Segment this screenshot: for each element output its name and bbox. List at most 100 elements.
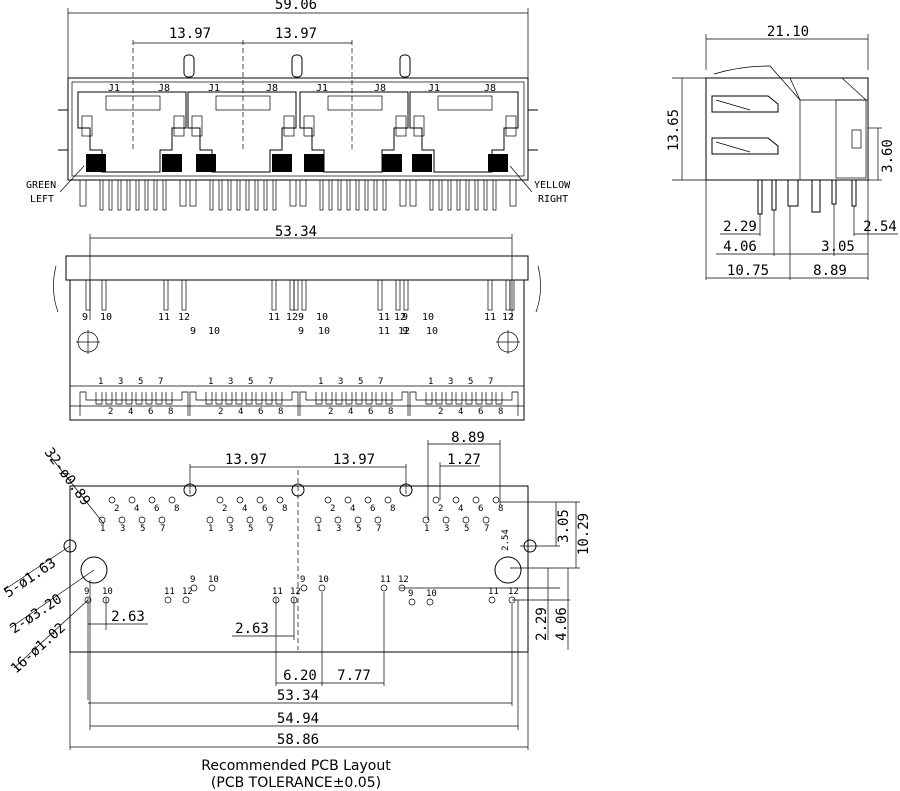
front-pin-label-j8-b: J8 <box>266 83 278 94</box>
dim-bottom-span: 53.34 <box>275 224 317 240</box>
pcb-pin-hole <box>138 516 146 524</box>
pcb-hole-label-odd: 7 <box>160 524 165 534</box>
pcb-hole-label-odd: 1 <box>424 524 429 534</box>
pcb-led-hole <box>380 584 388 592</box>
pcb-led-hole-label: 11 <box>272 587 283 597</box>
pcb-pin-hole <box>216 496 224 504</box>
front-pin <box>456 179 461 211</box>
bottom-pin <box>395 279 401 311</box>
pcb-pin-hole <box>472 496 480 504</box>
front-pin <box>236 179 241 211</box>
front-pin <box>355 179 360 211</box>
led-right-color: YELLOW <box>534 180 571 191</box>
front-pin <box>373 179 378 211</box>
pcb-pin-hole <box>334 516 342 524</box>
bottom-pin-label: 11 <box>378 312 390 323</box>
pcb-hole-large-right <box>494 556 522 584</box>
pcb-pin-hole <box>492 496 500 504</box>
pcb-hole-label-odd: 5 <box>464 524 469 534</box>
dim-side-height: 13.65 <box>666 109 682 151</box>
front-pins <box>79 179 517 211</box>
jack-contact <box>205 392 213 405</box>
pcb-hole-label-odd: 3 <box>336 524 341 534</box>
jack-pin-even: 2 <box>438 407 443 417</box>
pcb-pin-hole <box>118 516 126 524</box>
front-pin <box>126 179 131 211</box>
front-pin <box>227 179 232 211</box>
dim-overall-width: 59.06 <box>275 0 317 13</box>
bottom-pin-label: 11 <box>484 312 496 323</box>
front-pin <box>465 179 470 211</box>
jack-contact <box>135 392 143 405</box>
front-pin <box>162 179 167 211</box>
front-pin <box>492 179 497 211</box>
bottom-pin-label: 11 <box>268 312 280 323</box>
front-pin <box>108 179 113 211</box>
bottom-pin <box>487 279 493 311</box>
front-pin <box>209 179 214 211</box>
pcb-hole-label-even: 4 <box>134 504 139 514</box>
dim-side-2-29: 2.29 <box>723 219 757 235</box>
jack-pin-even: 6 <box>368 407 373 417</box>
front-pin <box>272 179 277 211</box>
jack-pin-odd: 7 <box>158 377 163 387</box>
pcb-hole-label-odd: 5 <box>140 524 145 534</box>
jack-pin-even: 4 <box>238 407 243 417</box>
front-pin <box>364 179 369 211</box>
pcb-hole-label-even: 2 <box>114 504 119 514</box>
jack-contact <box>125 392 133 405</box>
jack-pin-odd: 1 <box>98 377 103 387</box>
pcb-hole-label-odd: 1 <box>100 524 105 534</box>
pcb-layout: 13.97 13.97 8.89 1.27 214365872143658721… <box>1 430 592 791</box>
pcb-dim-2-63-mid: 2.63 <box>235 621 269 637</box>
pcb-pin-hole <box>482 516 490 524</box>
front-pin <box>474 179 479 211</box>
jack-pin-odd: 1 <box>208 377 213 387</box>
pcb-dim-1-27: 1.27 <box>447 452 481 468</box>
led-left-color: GREEN <box>26 180 56 191</box>
front-pin <box>337 179 342 211</box>
front-port-4: J1 J8 <box>409 83 519 173</box>
jack-contact <box>485 392 493 405</box>
front-pin <box>263 179 268 211</box>
bottom-pin <box>101 279 107 311</box>
pcb-pin-hole <box>98 516 106 524</box>
front-pin <box>254 179 259 211</box>
front-pin-label-j1-a: J1 <box>108 83 120 94</box>
pcb-led-hole-label: 10 <box>102 587 113 597</box>
bottom-pin-label: 11 <box>378 326 390 337</box>
front-pin <box>245 179 250 211</box>
pcb-hole-label-even: 8 <box>282 504 287 514</box>
pcb-dim-58-86: 58.86 <box>277 732 319 748</box>
pcb-dim-pitch-right: 13.97 <box>333 452 375 468</box>
bottom-pin-label: 9 <box>402 326 408 337</box>
bottom-pin-label: 12 <box>398 326 410 337</box>
front-pin <box>328 179 333 211</box>
pcb-led-hole <box>190 584 198 592</box>
pcb-hole-label-odd: 5 <box>356 524 361 534</box>
pcb-hole-label-odd: 3 <box>228 524 233 534</box>
jack-contact <box>495 392 503 405</box>
pcb-led-hole-label: 9 <box>300 575 305 585</box>
pcb-led-hole <box>426 598 434 606</box>
jack-pin-odd: 3 <box>118 377 123 387</box>
dim-led-height: 3.60 <box>880 139 896 173</box>
bottom-pin-label: 12 <box>178 312 190 323</box>
jack-contact <box>155 392 163 405</box>
pcb-hole-label-odd: 3 <box>444 524 449 534</box>
pcb-caption-title: Recommended PCB Layout <box>201 758 391 774</box>
pcb-dim-2-29: 2.29 <box>534 607 550 641</box>
jack-pin-odd: 3 <box>338 377 343 387</box>
pcb-pin-hole <box>442 516 450 524</box>
pcb-led-hole-label: 11 <box>380 575 391 585</box>
front-pin <box>447 179 452 211</box>
pcb-dim-54-94: 54.94 <box>277 711 319 727</box>
pcb-hole-label-even: 6 <box>262 504 267 514</box>
jack-contact <box>225 392 233 405</box>
pcb-pin-hole <box>108 496 116 504</box>
jack-pin-odd: 5 <box>248 377 253 387</box>
